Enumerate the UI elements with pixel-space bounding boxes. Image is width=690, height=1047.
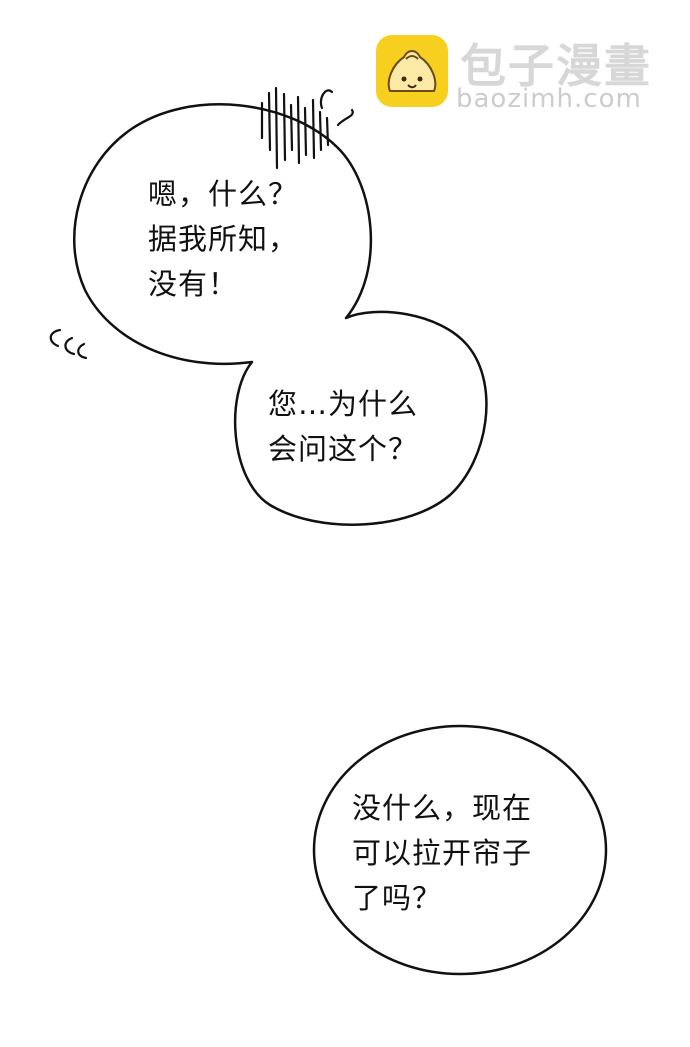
- tremble-lines: [260, 86, 330, 170]
- speech-bubble-bottom: [312, 724, 608, 976]
- speech-line: 了吗？: [352, 881, 443, 915]
- speech-text-top: 嗯，什么？ 据我所知， 没有！: [148, 172, 298, 307]
- watermark-url: baozimh.com: [456, 84, 642, 114]
- speech-text-middle: 您…为什么 会问这个？: [268, 382, 418, 472]
- speech-line: 嗯，什么？: [148, 177, 299, 211]
- speech-line: 没有！: [148, 267, 239, 301]
- speech-line: 会问这个？: [268, 432, 419, 466]
- speech-line: 据我所知，: [148, 222, 299, 256]
- speech-line: 可以拉开帘子: [352, 836, 533, 870]
- steamed-bun-icon: [376, 35, 448, 107]
- speech-line: 没什么，现在: [352, 791, 533, 825]
- speech-bubble-top: [72, 103, 488, 526]
- speech-line: 您…为什么: [268, 387, 419, 421]
- speech-text-bottom: 没什么，现在 可以拉开帘子 了吗？: [352, 786, 532, 921]
- watermark-title: 包子漫畫: [460, 39, 652, 93]
- sweat-marks: [319, 89, 354, 127]
- shiver-marks: [49, 328, 88, 360]
